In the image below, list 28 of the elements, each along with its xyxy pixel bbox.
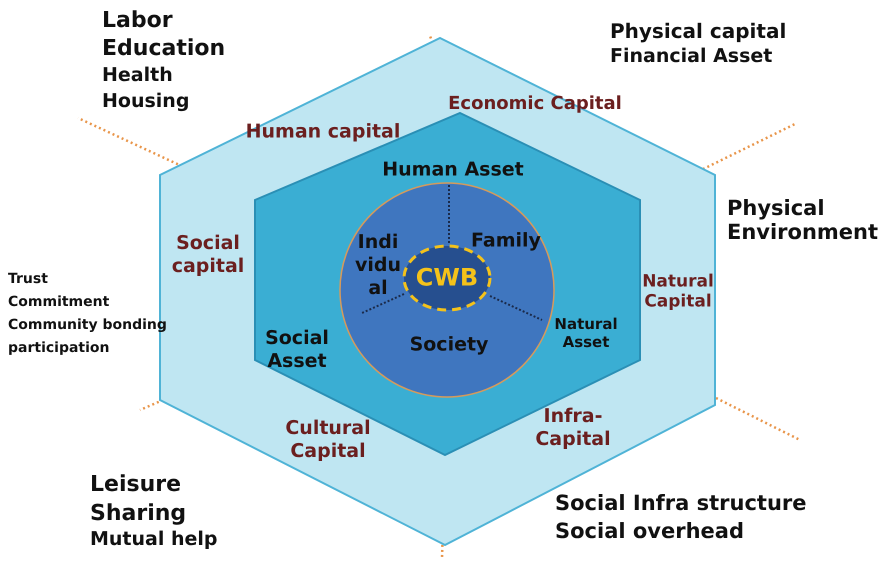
asset-label: Human Asset xyxy=(381,158,525,182)
factor-label: Leisure xyxy=(90,472,182,498)
factor-label: Health xyxy=(102,65,173,87)
sector-label: Indi vidu al xyxy=(355,230,401,300)
asset-label: Natural Asset xyxy=(553,315,619,351)
factor-label: Physical Environment xyxy=(727,196,877,244)
factor-label: Housing xyxy=(102,91,190,113)
capital-label: Cultural Capital xyxy=(284,417,372,463)
factor-label: Sharing xyxy=(90,501,186,526)
factor-label: Mutual help xyxy=(90,529,218,551)
factor-label: Labor xyxy=(102,8,173,34)
center-label: CWB xyxy=(414,264,480,292)
factor-label: Financial Asset xyxy=(610,46,772,68)
capital-label: Natural Capital xyxy=(641,272,715,312)
factor-label: Education xyxy=(102,36,226,62)
factor-label: Social overhead xyxy=(555,519,744,544)
sector-label: Family xyxy=(470,230,542,252)
center-circle xyxy=(339,182,555,398)
asset-label: Social Asset xyxy=(264,327,330,373)
factor-label: Social Infra structure xyxy=(555,491,806,516)
capital-label: Human capital xyxy=(244,120,402,144)
factor-label: Physical capital xyxy=(610,20,786,43)
factor-label: Trust xyxy=(8,271,48,288)
capital-label: Infra-Capital xyxy=(534,405,612,451)
capital-label: Social capital xyxy=(170,232,246,278)
factor-label: Commitment xyxy=(8,294,110,310)
factor-label: participation xyxy=(8,340,110,356)
sector-label: Society xyxy=(408,334,490,356)
